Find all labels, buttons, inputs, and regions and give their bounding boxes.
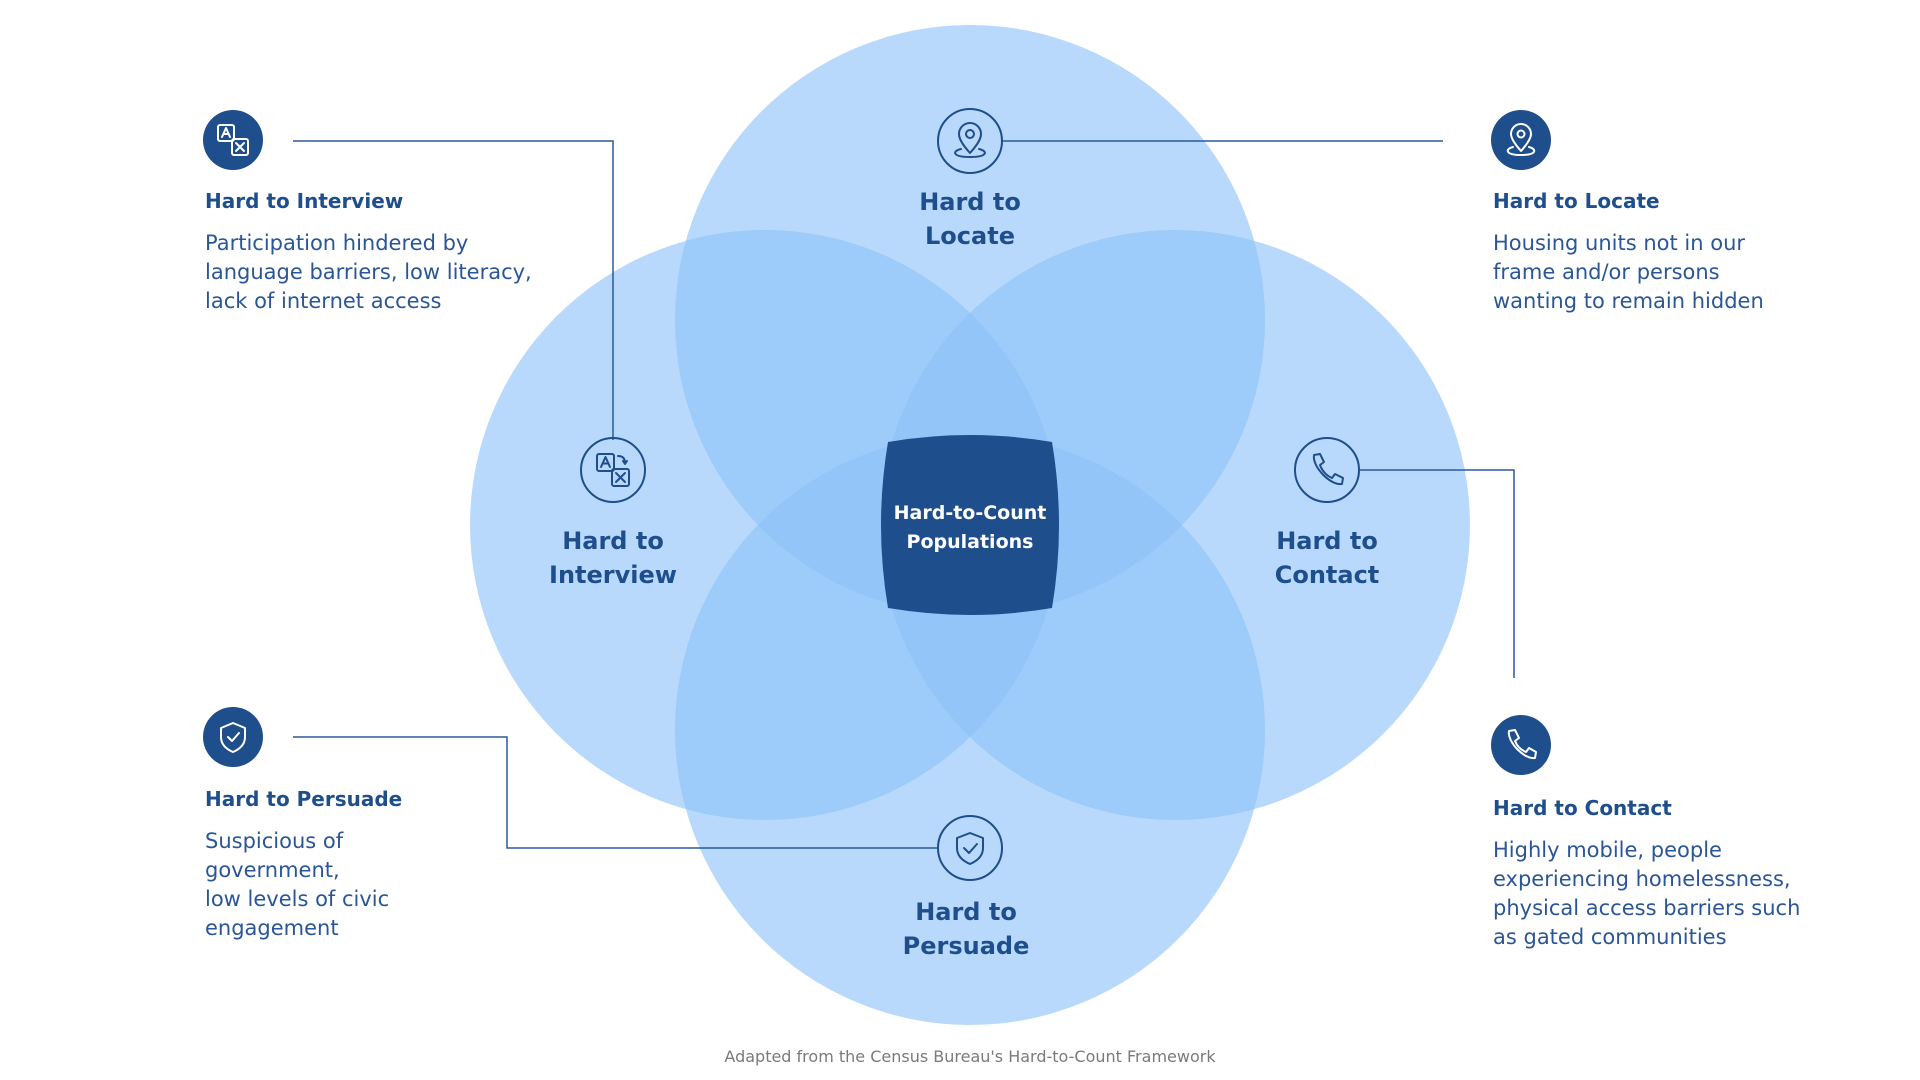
center-shape: [881, 435, 1059, 615]
side-desc-interview-1: Participation hindered by: [205, 231, 468, 255]
venn-circles: [470, 25, 1470, 1025]
side-icon-contact: [1491, 715, 1551, 775]
side-panel-interview: Hard to Interview Participation hindered…: [203, 110, 532, 313]
shield-check-icon: [220, 722, 246, 753]
location-pin-icon: [954, 122, 986, 158]
side-panel-persuade: Hard to Persuade Suspicious of governmen…: [203, 707, 402, 940]
circle-label-contact-2: Contact: [1275, 561, 1380, 589]
side-panel-locate: Hard to Locate Housing units not in our …: [1491, 110, 1764, 313]
circle-label-persuade-1: Hard to: [915, 898, 1017, 926]
side-title-locate: Hard to Locate: [1493, 189, 1660, 213]
circle-labels: Hard to Locate Hard to Interview Hard to…: [549, 188, 1379, 960]
center-region: Hard-to-Count Populations: [881, 435, 1059, 615]
side-desc-contact-1: Highly mobile, people: [1493, 838, 1722, 862]
location-pin-icon: [1506, 123, 1536, 156]
side-desc-persuade-3: low levels of civic: [205, 887, 389, 911]
side-desc-persuade-2: government,: [205, 858, 340, 882]
side-desc-contact-4: as gated communities: [1493, 925, 1727, 949]
circle-label-interview-2: Interview: [549, 561, 677, 589]
translate-icon: [217, 124, 249, 156]
side-desc-persuade-4: engagement: [205, 916, 339, 940]
connector-contact: [1360, 469, 1515, 678]
center-label-line-1: Hard-to-Count: [894, 502, 1047, 524]
circle-icon-persuade: [937, 815, 1003, 881]
connector-interview: [293, 140, 614, 440]
circle-label-locate-1: Hard to: [919, 188, 1021, 216]
center-label-line-2: Populations: [907, 531, 1034, 553]
circle-hard-to-persuade: [675, 435, 1265, 1025]
side-title-contact: Hard to Contact: [1493, 796, 1672, 820]
side-desc-interview-2: language barriers, low literacy,: [205, 260, 532, 284]
side-desc-persuade-1: Suspicious of: [205, 829, 344, 853]
circle-label-contact-1: Hard to: [1276, 527, 1378, 555]
phone-icon: [1312, 453, 1344, 486]
side-desc-contact-3: physical access barriers such: [1493, 896, 1800, 920]
side-icon-locate: [1491, 110, 1551, 170]
side-panel-contact: Hard to Contact Highly mobile, people ex…: [1491, 715, 1800, 949]
side-icon-persuade: [203, 707, 263, 767]
circle-icon-interview: [580, 437, 646, 503]
circle-label-locate-2: Locate: [925, 222, 1015, 250]
source-caption: Adapted from the Census Bureau's Hard-to…: [724, 1047, 1216, 1066]
side-title-interview: Hard to Interview: [205, 189, 403, 213]
phone-icon: [1507, 729, 1537, 760]
side-icon-interview: [203, 110, 263, 170]
side-desc-locate-3: wanting to remain hidden: [1493, 289, 1764, 313]
circle-label-interview-1: Hard to: [562, 527, 664, 555]
circle-label-persuade-2: Persuade: [903, 932, 1030, 960]
circle-icon-locate: [937, 108, 1003, 174]
side-desc-locate-1: Housing units not in our: [1493, 231, 1745, 255]
side-desc-contact-2: experiencing homelessness,: [1493, 867, 1791, 891]
connector-persuade: [293, 736, 938, 849]
shield-check-icon: [956, 832, 984, 865]
circle-icon-contact: [1294, 437, 1360, 503]
side-title-persuade: Hard to Persuade: [205, 787, 402, 811]
side-desc-locate-2: frame and/or persons: [1493, 260, 1720, 284]
translate-icon: [596, 453, 630, 487]
connectors: [293, 140, 1515, 849]
side-desc-interview-3: lack of internet access: [205, 289, 441, 313]
